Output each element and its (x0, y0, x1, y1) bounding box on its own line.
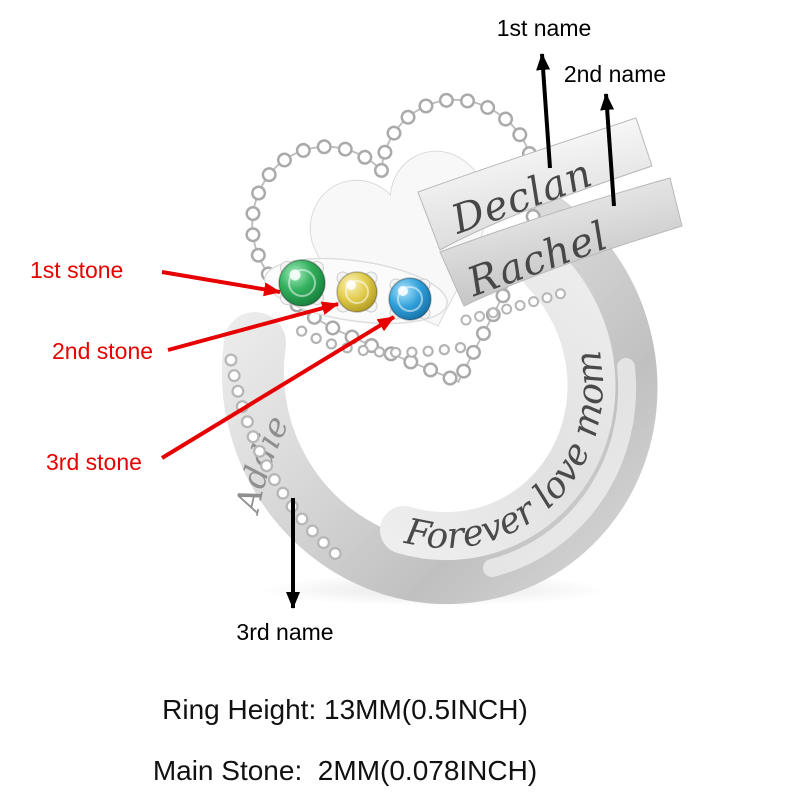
arrow-2nd-stone (167, 301, 339, 352)
ring-inner-surface (380, 247, 616, 561)
label-1st-name: 1st name (496, 15, 592, 41)
stone-3rd (388, 277, 432, 321)
stone-2nd (336, 271, 378, 313)
annotation-arrows (160, 53, 616, 609)
arrow-2nd-name (600, 93, 616, 207)
arrow-3rd-stone (160, 315, 396, 460)
label-3rd-stone: 3rd stone (46, 449, 142, 475)
arrow-1st-name (536, 53, 552, 169)
label-2nd-stone: 2nd stone (52, 338, 154, 364)
ribbon-name2 (439, 177, 683, 307)
birthstone-setting (264, 257, 448, 325)
spec-main-stone: Main Stone: 2MM(0.078INCH) (152, 755, 538, 786)
heart-pave-inner-row (296, 325, 481, 359)
ribbon-name1 (417, 117, 653, 251)
arrow-1st-stone (161, 270, 281, 297)
label-1st-stone: 1st stone (30, 257, 124, 283)
heart-pendant (230, 78, 595, 431)
label-2nd-name: 2nd name (563, 61, 667, 87)
spec-ring-height: Ring Height: 13MM(0.5INCH) (162, 694, 528, 725)
band-pave-right (460, 286, 572, 326)
label-3rd-name: 3rd name (236, 619, 334, 645)
band-highlight (483, 358, 637, 577)
band-pave (224, 353, 345, 563)
stone-1st (278, 259, 326, 307)
